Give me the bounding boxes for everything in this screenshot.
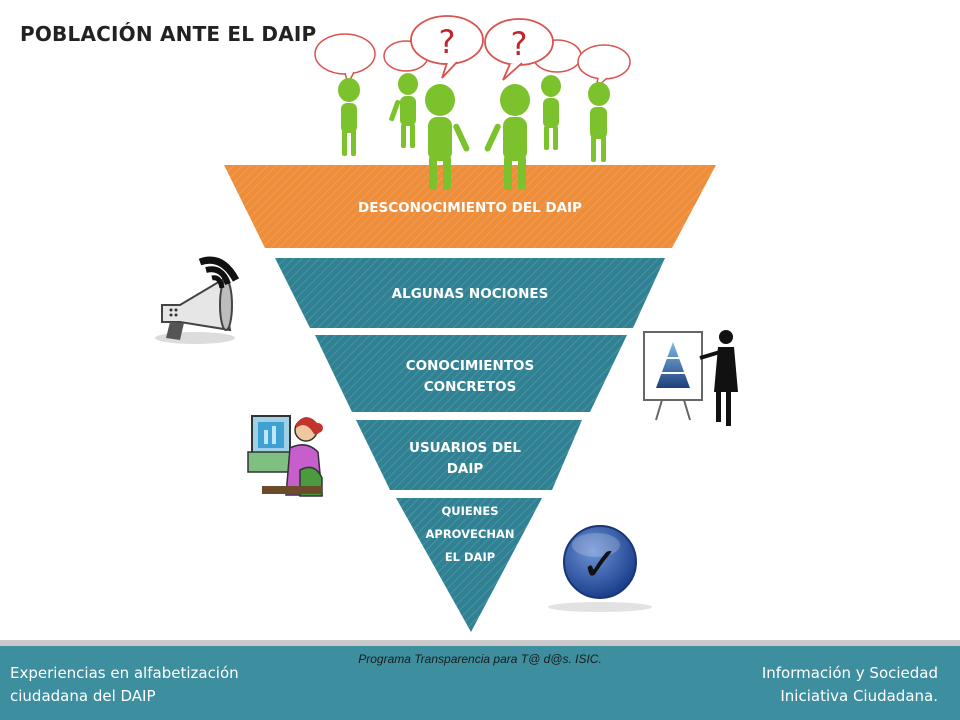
- footer-left-text: Experiencias en alfabetización ciudadana…: [10, 664, 239, 706]
- presenter-icon: [643, 330, 738, 426]
- question-bubble-icon: ?: [410, 15, 484, 79]
- person-icon: [425, 84, 470, 190]
- funnel-level-3-label: CONOCIMIENTOS CONCRETOS: [405, 358, 535, 395]
- person-icon: [588, 82, 610, 162]
- funnel-diagram: ? ?: [155, 15, 738, 632]
- funnel-level-2: [275, 258, 665, 328]
- funnel-level-4-label: USUARIOS DEL DAIP: [408, 440, 522, 477]
- megaphone-icon: [155, 256, 240, 344]
- person-icon: [541, 75, 561, 150]
- person-icon: [484, 84, 530, 190]
- person-icon: [389, 73, 418, 148]
- funnel-level-1-label: DESCONOCIMIENTO DEL DAIP: [358, 200, 582, 216]
- person-icon: [338, 78, 360, 156]
- funnel-level-3: [315, 335, 627, 412]
- funnel-level-5: [396, 498, 542, 632]
- footer-bar: Experiencias en alfabetización ciudadana…: [0, 640, 960, 720]
- computer-user-icon: [247, 415, 323, 497]
- question-bubble-icon: ?: [484, 18, 554, 81]
- checkmark-glyph: ✓: [581, 537, 620, 591]
- question-mark: ?: [439, 23, 456, 61]
- crowd-figures: [338, 73, 610, 190]
- funnel-level-5-label: QUIENES APROVECHAN EL DAIP: [425, 504, 515, 564]
- speech-bubble-icon: [577, 44, 631, 91]
- funnel-level-1: [224, 165, 716, 248]
- footer-center-text: Programa Transparencia para T@ d@s. ISIC…: [358, 652, 602, 666]
- speech-bubbles: ? ?: [314, 15, 631, 91]
- funnel-level-2-label: ALGUNAS NOCIONES: [391, 286, 549, 302]
- speech-bubble-icon: [314, 33, 376, 87]
- question-mark: ?: [511, 25, 528, 63]
- funnel-level-4: [356, 420, 582, 490]
- checkmark-icon: ✓: [548, 525, 652, 612]
- page-title: POBLACIÓN ANTE EL DAIP: [20, 22, 317, 46]
- footer-right-text: Información y Sociedad Iniciativa Ciudad…: [761, 664, 938, 706]
